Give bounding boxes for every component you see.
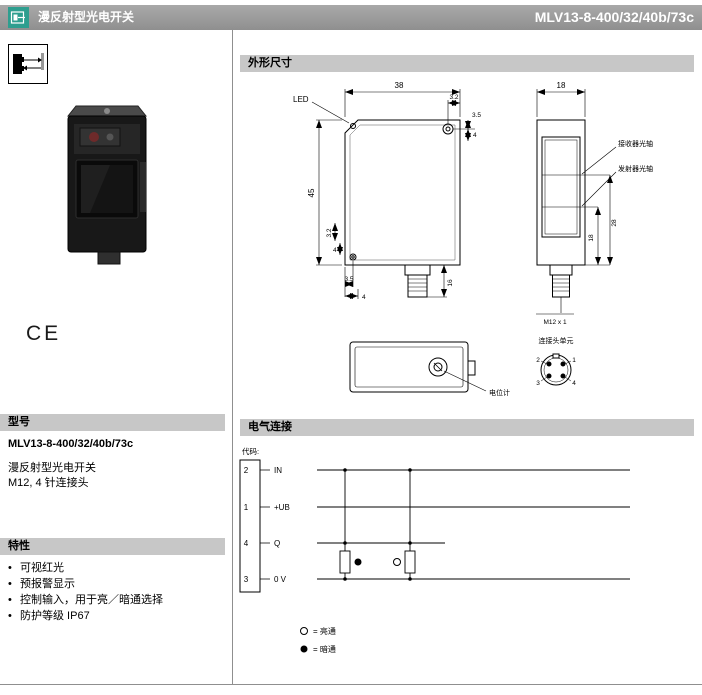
front-view-outline	[344, 119, 461, 298]
dim-bottom-32: 3.2	[326, 228, 333, 237]
footer-rule	[0, 684, 702, 685]
thread-label: M12 x 1	[543, 319, 567, 326]
page-title: 漫反射型光电开关	[38, 10, 135, 24]
potentiometer-label: 电位计	[489, 388, 510, 397]
terminal-label-q: Q	[274, 539, 280, 548]
pin-number-tl: 2	[536, 357, 540, 364]
junction-dots	[343, 468, 412, 581]
dim-bottom-35: 3.5	[344, 276, 353, 283]
terminal-label-ub: +UB	[274, 503, 290, 512]
pin-number-bl: 3	[536, 380, 540, 387]
terminal-label-0v: 0 V	[274, 575, 287, 584]
model-section-header: 型号	[0, 414, 225, 431]
legend-open-circle-icon	[300, 627, 308, 635]
led-label: LED	[293, 95, 309, 104]
emitter-axis-label: 发射器光轴	[618, 164, 653, 173]
dim-hole-d: 4	[473, 132, 477, 139]
product-number: MLV13-8-400/32/40b/73c	[534, 9, 694, 25]
product-category-icon	[8, 7, 29, 28]
legend-light-on: = 亮通	[313, 626, 336, 636]
terminal-pin-3: 3	[244, 575, 249, 584]
feature-item: 控制输入，用于亮／暗通选择	[8, 592, 163, 608]
pin-number-br: 4	[572, 380, 576, 387]
wiring-lines	[317, 469, 630, 580]
column-divider	[232, 30, 233, 684]
category-pictogram	[10, 11, 25, 24]
header-bar	[0, 5, 702, 30]
feature-item: 预报警显示	[8, 576, 163, 592]
terminal-label-in: IN	[274, 466, 282, 475]
dim-hole-x: 3.2	[449, 94, 458, 101]
diffuse-sensor-icon	[8, 44, 48, 84]
dim-side-width-18: 18	[557, 81, 566, 90]
terminal-pin-1: 1	[244, 503, 249, 512]
dimensions-section-header: 外形尺寸	[240, 55, 694, 72]
product-photo	[50, 102, 165, 272]
features-list: 可视红光 预报警显示 控制输入，用于亮／暗通选择 防护等级 IP67	[8, 560, 163, 624]
model-description-1: 漫反射型光电开关	[8, 462, 96, 474]
dim-height-45: 45	[307, 188, 316, 197]
dim-bottom-4a: 4	[333, 247, 337, 254]
model-name: MLV13-8-400/32/40b/73c	[8, 438, 134, 450]
sensor-terminal-box	[239, 459, 270, 593]
receiver-axis-label: 接收器光轴	[618, 139, 653, 148]
dark-on-marker	[354, 558, 362, 566]
bottom-view-outline	[349, 341, 487, 393]
pin-number-tr: 1	[572, 357, 576, 364]
legend-dark-on: = 暗通	[313, 644, 336, 654]
feature-item: 防护等级 IP67	[8, 608, 163, 624]
dim-axis-28: 28	[611, 219, 618, 227]
model-description-2: M12, 4 针连接头	[8, 477, 89, 489]
sensor-symbol-box	[8, 44, 48, 89]
side-view-outline	[536, 119, 586, 298]
dim-width-38: 38	[395, 81, 404, 90]
dimension-drawing: LED 38 3.2 3.5 4 45 3.2 4 3.5 4 16 18 接收…	[293, 81, 653, 397]
connector-unit-label: 连接头单元	[539, 336, 574, 345]
feature-item: 可视红光	[8, 560, 163, 576]
ce-mark: CE	[26, 322, 62, 345]
dim-bottom-4b: 4	[362, 294, 366, 301]
terminal-pin-2: 2	[244, 466, 249, 475]
side-view-dimension-lines	[536, 89, 617, 315]
front-view-dimension-lines	[311, 89, 475, 299]
light-on-marker	[393, 558, 401, 566]
terminal-pin-4: 4	[244, 539, 249, 548]
features-section-header: 特性	[0, 538, 225, 555]
dim-hole-y: 3.5	[472, 112, 481, 119]
code-label: 代码:	[242, 446, 259, 456]
dim-axis-18: 18	[588, 234, 595, 242]
sensor-photo-drawing	[66, 105, 148, 265]
connector-face-drawing	[540, 353, 572, 386]
electrical-section-header: 电气连接	[240, 419, 694, 436]
legend-filled-circle-icon	[300, 645, 308, 653]
electrical-connection-diagram: 代码: 2 1 4 3 IN +UB Q 0 V	[239, 446, 630, 654]
dim-stub-16: 16	[447, 279, 454, 287]
